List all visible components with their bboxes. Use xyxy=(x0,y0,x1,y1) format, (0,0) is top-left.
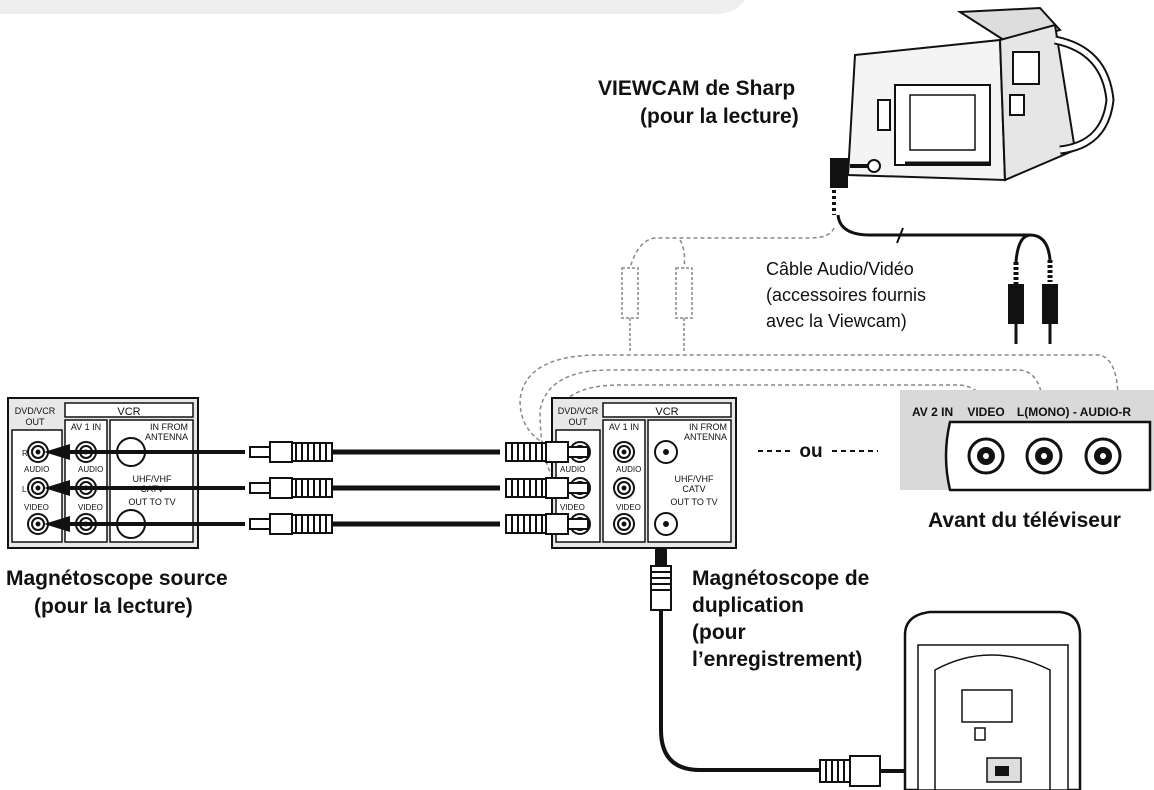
dub-dvd-vcr-out-label: DVD/VCR xyxy=(558,406,599,416)
tv-front-panel: AV 2 IN VIDEO L(MONO) - AUDIO-R xyxy=(900,390,1154,492)
dvd-vcr-out-label: DVD/VCR xyxy=(15,406,56,416)
dub-av1-video-label: VIDEO xyxy=(616,503,641,512)
dub-vcr-name-4: l’enregistrement) xyxy=(692,648,863,671)
dub-antenna-label: ANTENNA xyxy=(684,432,727,442)
tv-audio-label: L(MONO) - AUDIO-R xyxy=(1017,405,1132,419)
rca-cables xyxy=(44,441,589,535)
dub-av1-in-label: AV 1 IN xyxy=(609,422,639,432)
camcorder-cable xyxy=(621,158,1058,353)
dub-uhf-vhf-label: UHF/VHF xyxy=(675,474,714,484)
dub-vcr-name-3: (pour xyxy=(692,621,746,644)
dub-vcr-name-2: duplication xyxy=(692,594,804,617)
audio-label: AUDIO xyxy=(24,465,49,474)
dub-out-video-label: VIDEO xyxy=(560,503,585,512)
out-to-tv-label: OUT TO TV xyxy=(128,497,175,507)
cable-caption-line3: avec la Viewcam) xyxy=(766,311,907,331)
cable-caption-line1: Câble Audio/Vidéo xyxy=(766,259,914,279)
dvd-vcr-out-label-2: OUT xyxy=(26,417,46,427)
or-label: ou xyxy=(799,441,822,462)
dub-in-from-antenna-label: IN FROM xyxy=(689,422,727,432)
av1-audio-label: AUDIO xyxy=(78,465,103,474)
av2-in-label: AV 2 IN xyxy=(912,405,953,419)
dub-out-audio-label: AUDIO xyxy=(560,465,585,474)
dub-vcr-panel: VCR DVD/VCR OUT AV 1 IN IN FROM ANTENNA … xyxy=(551,397,737,549)
dub-vcr-label: VCR xyxy=(655,406,678,418)
tv-rear-illustration xyxy=(903,610,1082,790)
dub-dvd-vcr-out-label-2: OUT xyxy=(569,417,589,427)
dub-catv-label: CATV xyxy=(682,484,705,494)
dub-out-to-tv-label: OUT TO TV xyxy=(670,497,717,507)
tv-front-caption: Avant du téléviseur xyxy=(928,509,1121,532)
top-strip xyxy=(0,0,745,14)
camcorder-name: VIEWCAM de Sharp xyxy=(598,77,796,100)
source-vcr-name: Magnétoscope source xyxy=(6,567,228,590)
in-from-antenna-label: IN FROM xyxy=(150,422,188,432)
cable-caption-line2: (accessoires fournis xyxy=(766,285,927,305)
source-vcr-role: (pour la lecture) xyxy=(34,595,193,618)
l-label: L xyxy=(22,485,27,494)
antenna-label: ANTENNA xyxy=(145,432,188,442)
video-label: VIDEO xyxy=(24,503,49,512)
or-separator: ou xyxy=(758,441,878,462)
av1-in-label: AV 1 IN xyxy=(71,422,101,432)
av1-video-label: VIDEO xyxy=(78,503,103,512)
source-vcr-label: VCR xyxy=(117,406,140,418)
camcorder-role: (pour la lecture) xyxy=(640,105,799,128)
dub-vcr-name-1: Magnétoscope de xyxy=(692,567,870,590)
r-label: R xyxy=(22,449,28,458)
tv-video-label: VIDEO xyxy=(967,405,1004,419)
viewcam-illustration xyxy=(846,6,1115,182)
uhf-vhf-label: UHF/VHF xyxy=(133,474,172,484)
dub-av1-audio-label: AUDIO xyxy=(616,465,641,474)
